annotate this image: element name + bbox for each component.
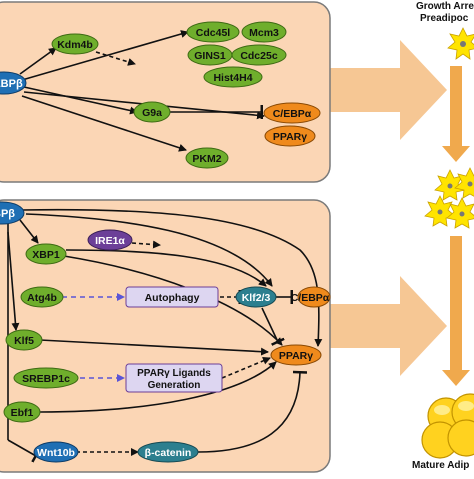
node-cebpa-top-label: C/EBPα	[273, 108, 312, 120]
node-srebp1c-label: SREBP1c	[22, 373, 70, 385]
node-cebpa-bottom-label: C/EBPα	[291, 292, 330, 304]
node-pparg-top: PPARγ	[264, 125, 316, 147]
big-arrow-bottom	[300, 276, 447, 376]
node-hist4h4: Hist4H4	[203, 66, 263, 88]
edge-ire1a-xbp1	[131, 240, 161, 249]
node-xbp1-label: XBP1	[32, 249, 60, 261]
bottom-edges-blue	[62, 293, 125, 382]
edge-spine-atg4b	[7, 231, 20, 331]
node-ebf1: Ebf1	[3, 401, 41, 423]
node-atg4b: Atg4b	[20, 286, 64, 308]
node-pkm2: PKM2	[185, 147, 229, 169]
dividing-cells	[424, 167, 474, 229]
node-cebpb-top: EBPβ	[0, 71, 27, 95]
node-cebpb-bottom-label: BPβ	[0, 208, 15, 220]
big-arrow-top	[300, 40, 447, 140]
node-pparg-bottom: PPARγ	[270, 344, 322, 366]
node-kdm4b-label: Kdm4b	[57, 39, 93, 51]
node-cdc25c: Cdc25c	[231, 44, 287, 66]
edge-cebpb-pkm2	[21, 95, 187, 152]
down-arrow-1	[442, 66, 470, 162]
node-atg4b-label: Atg4b	[27, 292, 57, 304]
edge-cebpb-kdm4b	[19, 47, 57, 75]
edge-ligands-pparg	[221, 357, 271, 379]
node-wnt10b: Wnt10b	[33, 441, 79, 463]
node-pkm2-label: PKM2	[192, 153, 221, 165]
node-klf5-label: Klf5	[14, 335, 34, 347]
node-ebf1-label: Ebf1	[11, 407, 34, 419]
node-cdc45l: Cdc45l	[186, 21, 240, 43]
node-hist4h4-label: Hist4H4	[213, 72, 252, 84]
node-g9a-label: G9a	[142, 107, 162, 119]
preadipocyte-cell	[447, 27, 474, 60]
growth-arrest-label-1: Growth Arre	[416, 1, 474, 12]
node-ligands: PPARγ Ligands Generation	[125, 363, 223, 393]
node-ligands-label-2: Generation	[148, 380, 201, 391]
node-ire1a: IRE1α	[87, 229, 133, 251]
edge-cebpb-cdc	[21, 30, 189, 81]
node-pparg-bottom-label: PPARγ	[279, 350, 313, 362]
node-klf23: Klf2/3	[235, 286, 277, 308]
node-cebpb-top-label: EBPβ	[0, 78, 23, 90]
node-ire1a-label: IRE1α	[95, 235, 125, 247]
node-gins1: GINS1	[187, 44, 233, 66]
node-kdm4b: Kdm4b	[51, 33, 99, 55]
edge-spine-wnt	[7, 439, 41, 463]
growth-arrest-label-2: Preadipoc	[420, 13, 469, 24]
node-srebp1c: SREBP1c	[13, 367, 79, 389]
edge-bcatenin-pparg	[197, 370, 308, 453]
node-cdc25c-label: Cdc25c	[240, 50, 278, 62]
edge-ebf1-pparg	[39, 361, 277, 413]
node-cdc45l-label: Cdc45l	[196, 27, 231, 39]
node-pparg-top-label: PPARγ	[273, 131, 307, 143]
mature-adipocyte-label: Mature Adip	[412, 460, 469, 471]
edge-cebpb-g9a	[23, 86, 138, 115]
node-mcm3: Mcm3	[241, 21, 287, 43]
edge-cebpb-xbp1	[19, 219, 39, 244]
node-klf5: Klf5	[5, 329, 43, 351]
node-ligands-label-1: PPARγ Ligands	[137, 368, 211, 379]
node-autophagy: Autophagy	[125, 286, 219, 308]
node-wnt10b-label: Wnt10b	[37, 447, 75, 459]
node-cebpb-bottom: BPβ	[0, 201, 25, 225]
edge-cebpb-cebpa	[25, 213, 273, 287]
node-cebpa-top: C/EBPα	[263, 102, 321, 124]
edge-klf23-pparg	[261, 307, 285, 346]
node-autophagy-label: Autophagy	[145, 292, 200, 304]
node-xbp1: XBP1	[25, 243, 67, 265]
node-mcm3-label: Mcm3	[249, 27, 279, 39]
edge-xbp1-cebpa	[65, 249, 267, 287]
node-g9a: G9a	[133, 101, 171, 123]
node-bcatenin: β-catenin	[137, 441, 199, 463]
node-cebpa-bottom: C/EBPα	[291, 286, 331, 308]
down-arrow-2	[442, 236, 470, 386]
node-gins1-label: GINS1	[194, 50, 226, 62]
edge-klf5-pparg	[39, 339, 269, 356]
mature-adipocytes	[421, 393, 474, 459]
node-klf23-label: Klf2/3	[242, 292, 271, 304]
bottom-panel	[0, 199, 331, 473]
node-bcatenin-label: β-catenin	[145, 447, 192, 459]
